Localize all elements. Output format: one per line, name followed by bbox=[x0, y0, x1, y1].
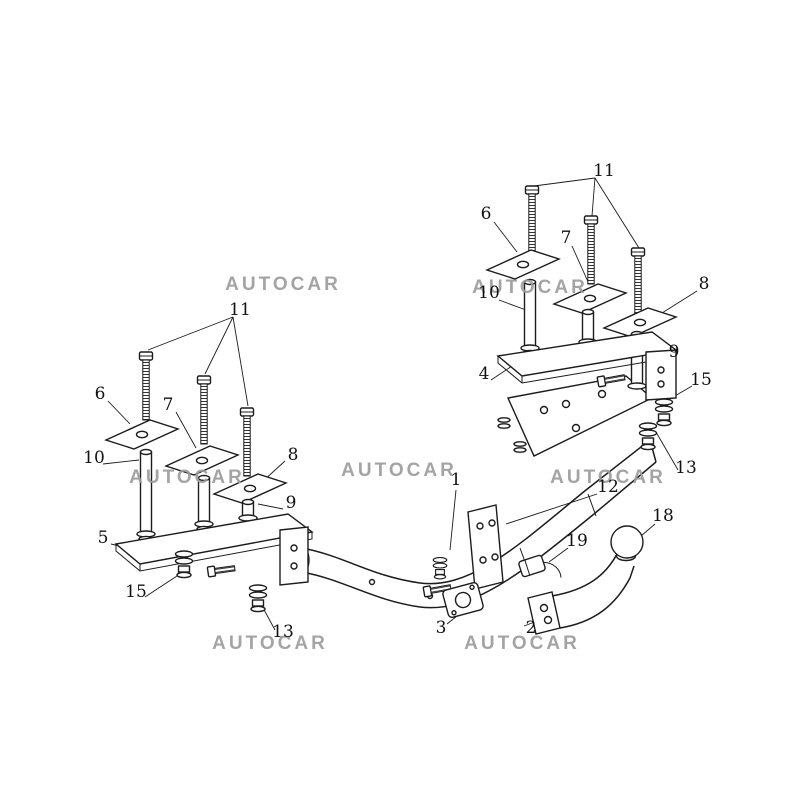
watermark-text: AUTOCAR bbox=[464, 633, 580, 654]
plate-6 bbox=[486, 249, 560, 280]
watermark-text: AUTOCAR bbox=[225, 274, 341, 295]
part-label-11: 11 bbox=[229, 300, 251, 320]
part-label-6: 6 bbox=[481, 204, 492, 224]
towball bbox=[527, 525, 644, 635]
long-bolt-11 bbox=[196, 375, 212, 445]
nut-stack-13 bbox=[638, 422, 658, 451]
part-label-15: 15 bbox=[125, 582, 147, 602]
crossbar-hole bbox=[368, 578, 376, 586]
towball-ball-18 bbox=[610, 525, 644, 559]
plug-19 bbox=[518, 554, 562, 578]
right-mount-assembly bbox=[486, 185, 678, 451]
mount-plate-12 bbox=[467, 504, 504, 590]
part-labels-layer: 11 6 7 8 10 9 4 15 13 11 6 7 10 8 9 5 15 13 1 12 18 19 3 2 bbox=[83, 161, 712, 642]
side-bracket bbox=[279, 526, 309, 586]
left-mount-assembly bbox=[105, 351, 314, 613]
washer bbox=[513, 441, 527, 447]
part-label-6: 6 bbox=[95, 384, 106, 404]
nut-stack-13 bbox=[248, 584, 268, 613]
part-label-10: 10 bbox=[478, 283, 500, 303]
side-bracket bbox=[645, 349, 677, 401]
socket-plate-3 bbox=[442, 582, 484, 618]
part-label-10: 10 bbox=[83, 448, 105, 468]
rear-bracket-plate bbox=[497, 371, 654, 457]
bolt-icon bbox=[206, 562, 237, 578]
part-label-8: 8 bbox=[699, 274, 710, 294]
part-label-15: 15 bbox=[690, 370, 712, 390]
part-label-8: 8 bbox=[288, 445, 299, 465]
part-label-4: 4 bbox=[479, 364, 490, 384]
long-bolt-11 bbox=[138, 351, 154, 421]
part-label-9: 9 bbox=[286, 493, 297, 513]
part-label-2: 2 bbox=[526, 618, 537, 638]
part-label-13: 13 bbox=[272, 622, 294, 642]
part-label-1: 1 bbox=[451, 470, 462, 490]
part-label-7: 7 bbox=[561, 228, 572, 248]
watermark-text: AUTOCAR bbox=[212, 633, 328, 654]
watermark-text: AUTOCAR bbox=[341, 460, 457, 481]
part-label-18: 18 bbox=[652, 506, 674, 526]
washer bbox=[497, 423, 511, 429]
long-bolt-11 bbox=[583, 215, 599, 285]
ball-mount-assembly bbox=[422, 504, 562, 618]
long-bolt-11 bbox=[630, 247, 646, 317]
watermark-text: AUTOCAR bbox=[129, 467, 245, 488]
part-label-11: 11 bbox=[593, 161, 615, 181]
washer bbox=[513, 447, 527, 453]
part-label-13: 13 bbox=[675, 458, 697, 478]
part-label-19: 19 bbox=[566, 531, 588, 551]
long-bolt-11 bbox=[524, 185, 540, 255]
washer-stack-15 bbox=[654, 398, 674, 427]
leader-lines bbox=[102, 177, 698, 631]
plate-6 bbox=[105, 419, 179, 450]
part-label-7: 7 bbox=[163, 395, 174, 415]
washer-stack bbox=[432, 557, 448, 580]
watermark-layer: AUTOCAR AUTOCAR AUTOCAR AUTOCAR AUTOCAR AUTOC… bbox=[129, 274, 666, 654]
part-label-3: 3 bbox=[436, 618, 447, 638]
part-label-5: 5 bbox=[98, 528, 109, 548]
long-bolt-11 bbox=[239, 407, 255, 477]
part-label-12: 12 bbox=[597, 477, 619, 497]
part-label-9: 9 bbox=[669, 342, 680, 362]
watermark-text: AUTOCAR bbox=[472, 277, 588, 298]
washer bbox=[497, 417, 511, 423]
watermark-text: AUTOCAR bbox=[550, 467, 666, 488]
spacer-tube-10 bbox=[136, 448, 156, 543]
